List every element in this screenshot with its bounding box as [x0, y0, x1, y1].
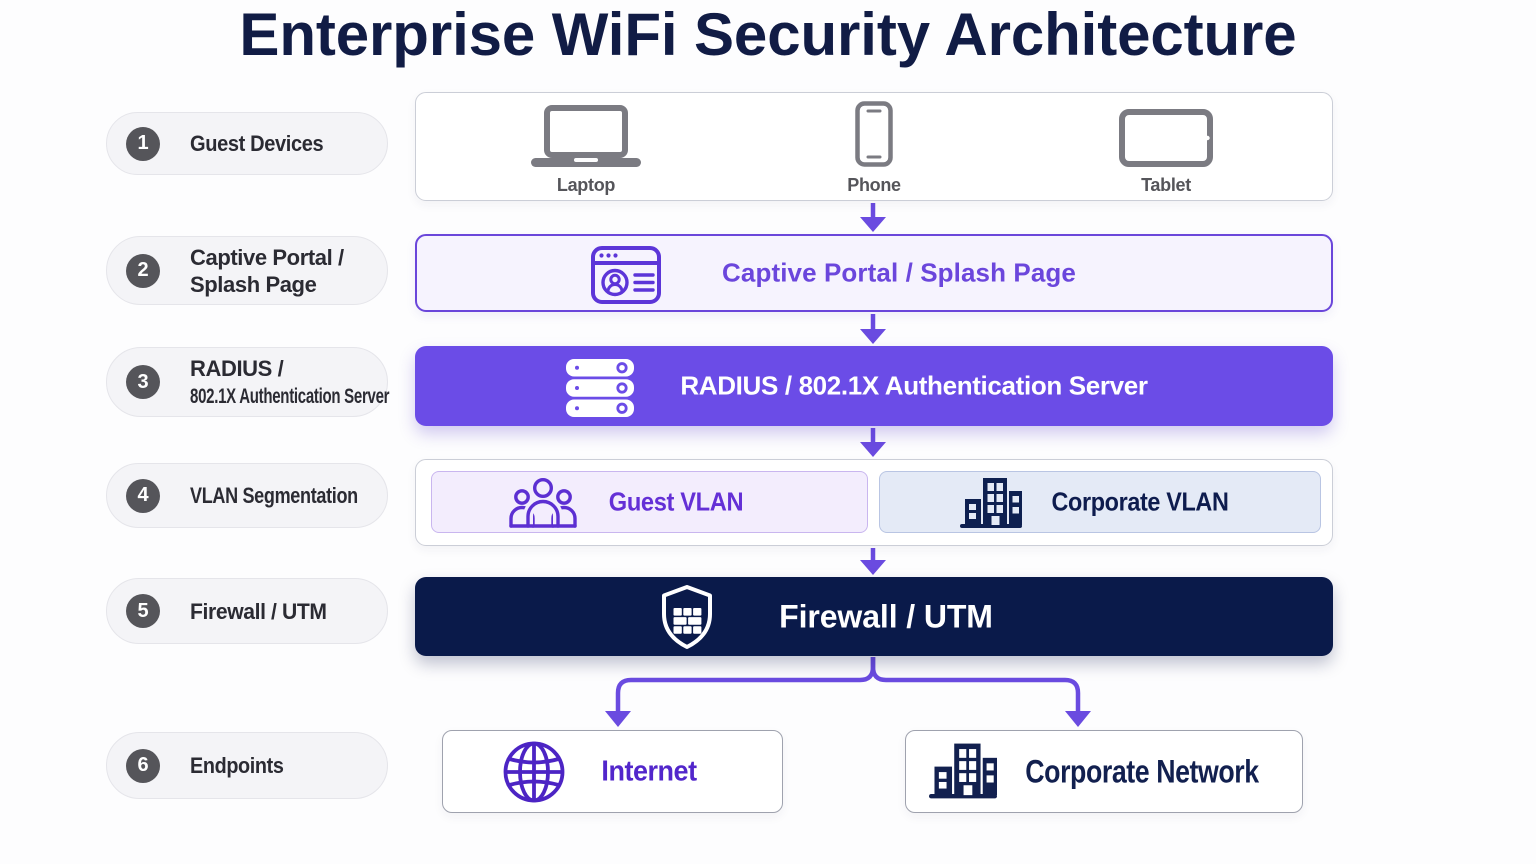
step-vlan-segmentation: 4 VLAN Segmentation	[106, 463, 388, 528]
captive-portal-label: Captive Portal / Splash Page	[722, 257, 1076, 288]
device-tablet-label: Tablet	[1141, 175, 1191, 195]
server-stack-icon	[566, 359, 634, 422]
step-1-badge: 1	[126, 126, 160, 161]
step-2-badge: 2	[126, 253, 160, 288]
captive-portal-box: Captive Portal / Splash Page	[415, 234, 1333, 312]
radius-server-box: RADIUS / 802.1X Authentication Server	[415, 346, 1333, 426]
browser-id-icon	[591, 246, 661, 309]
corporate-vlan-label: Corporate VLAN	[1051, 486, 1229, 517]
phone-icon	[855, 101, 893, 167]
guest-vlan-box: Guest VLAN	[431, 471, 868, 533]
step-endpoints: 6 Endpoints	[106, 732, 388, 799]
step-6-badge: 6	[126, 748, 160, 783]
step-6-label: Endpoints	[190, 753, 284, 778]
device-laptop-label: Laptop	[556, 175, 616, 195]
radius-server-label: RADIUS / 802.1X Authentication Server	[680, 370, 1148, 401]
step-2-label: Captive Portal /Splash Page	[190, 244, 344, 297]
firewall-box: Firewall / UTM	[415, 577, 1333, 656]
step-5-label: Firewall / UTM	[190, 598, 327, 624]
internet-label: Internet	[601, 755, 697, 787]
step-guest-devices: 1 Guest Devices	[106, 112, 388, 175]
device-phone: Phone	[804, 101, 944, 196]
arrowhead-firewall	[860, 560, 886, 575]
people-icon	[509, 477, 577, 533]
arrowhead-captive	[860, 217, 886, 232]
arrow-firewall-to-internet	[615, 657, 876, 711]
page-title: Enterprise WiFi Security Architecture	[239, 1, 1297, 68]
arrowhead-corporate	[1065, 711, 1091, 727]
vlan-segmentation-box: Guest VLAN	[415, 459, 1333, 546]
arrowhead-vlan	[860, 442, 886, 457]
arrowhead-radius	[860, 329, 886, 344]
step-5-badge: 5	[126, 594, 160, 628]
step-4-label: VLAN Segmentation	[190, 483, 358, 508]
device-phone-label: Phone	[847, 175, 901, 195]
corporate-network-box: Corporate Network	[905, 730, 1303, 813]
shield-brick-icon	[660, 584, 714, 655]
globe-icon	[503, 741, 565, 808]
laptop-icon	[531, 103, 641, 167]
corporate-network-label: Corporate Network	[1025, 753, 1259, 789]
building-icon	[960, 478, 1022, 533]
device-tablet: Tablet	[1096, 103, 1236, 196]
guest-devices-box: Laptop Phone Tablet	[415, 92, 1333, 201]
arrowhead-internet	[605, 711, 631, 727]
arrow-firewall-to-corporate	[870, 657, 1081, 711]
firewall-label: Firewall / UTM	[779, 598, 993, 634]
tablet-icon	[1119, 103, 1213, 167]
step-3-label: RADIUS /802.1X Authentication Server	[190, 355, 390, 408]
internet-box: Internet	[442, 730, 783, 813]
step-radius: 3 RADIUS /802.1X Authentication Server	[106, 347, 390, 417]
corporate-vlan-box: Corporate VLAN	[879, 471, 1321, 533]
step-3-badge: 3	[126, 365, 160, 399]
step-4-badge: 4	[126, 478, 160, 513]
step-captive-portal: 2 Captive Portal /Splash Page	[106, 236, 388, 305]
device-laptop: Laptop	[516, 103, 656, 196]
step-firewall: 5 Firewall / UTM	[106, 578, 388, 644]
guest-vlan-label: Guest VLAN	[608, 486, 744, 517]
step-1-label: Guest Devices	[190, 131, 324, 156]
building-icon	[929, 743, 997, 804]
